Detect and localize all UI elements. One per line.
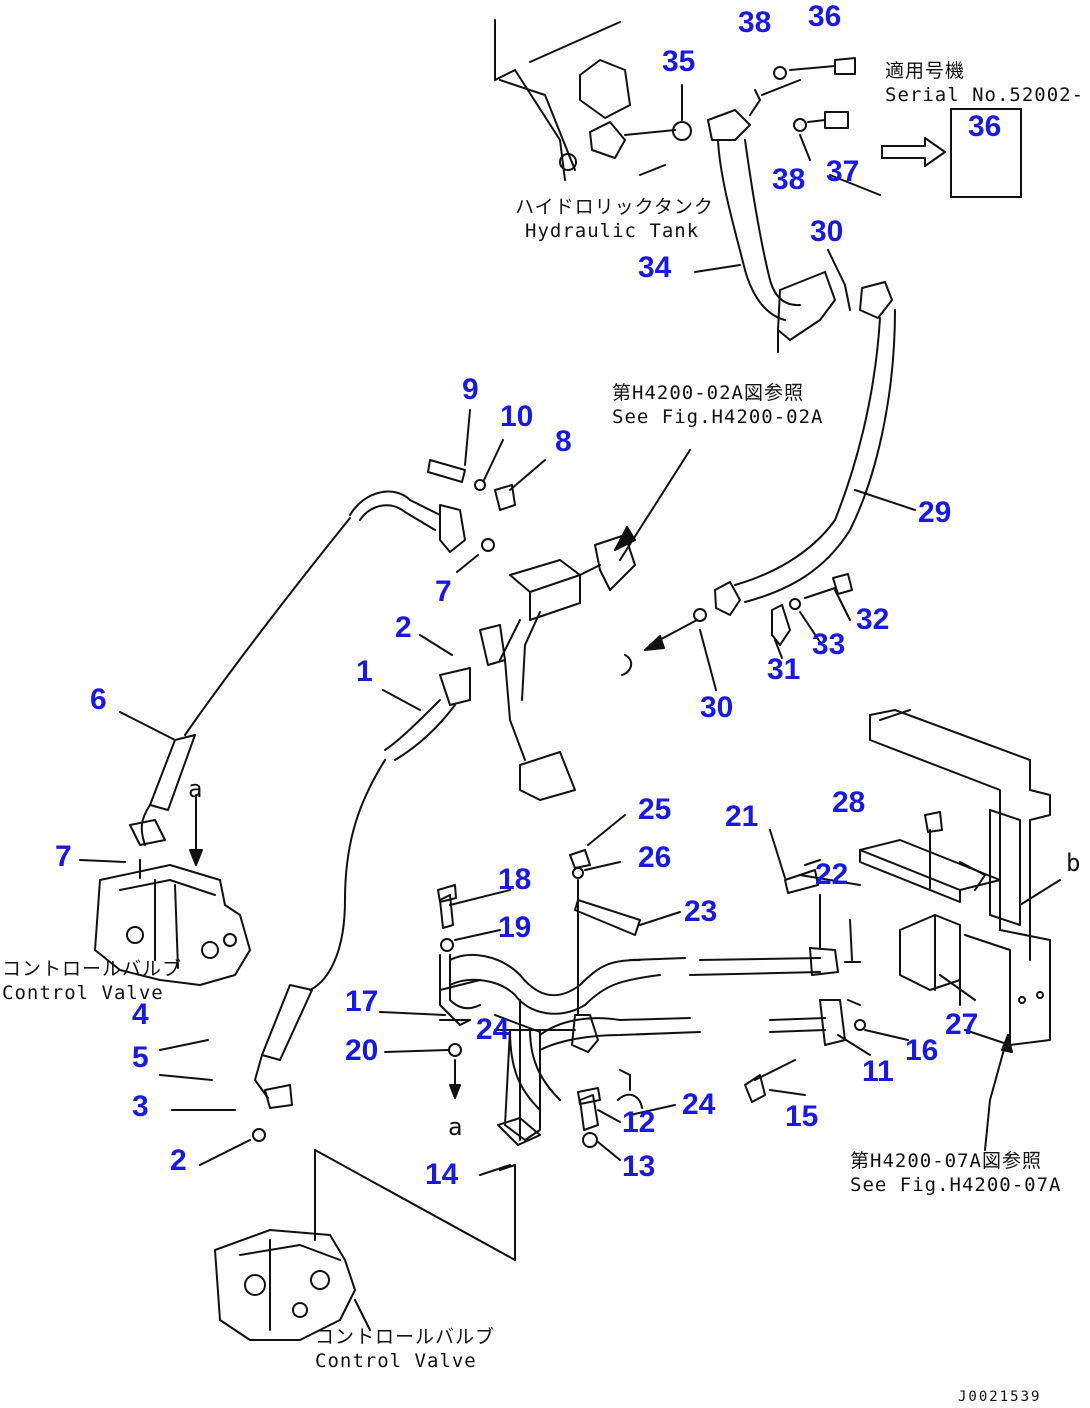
callout-16: 16 bbox=[905, 1034, 939, 1067]
central-block-drawing bbox=[349, 449, 691, 801]
valve-lower-label-jp: コントロールバルブ bbox=[315, 1326, 496, 1348]
callout-28: 28 bbox=[832, 786, 866, 819]
callout-37: 37 bbox=[826, 155, 860, 188]
callout-33: 33 bbox=[812, 628, 846, 661]
callout-3: 3 bbox=[132, 1090, 149, 1123]
callout-38: 38 bbox=[772, 163, 806, 196]
callout-26: 26 bbox=[638, 841, 672, 874]
callout-6: 6 bbox=[90, 683, 107, 716]
serial-note-en: Serial No.52002- bbox=[885, 84, 1085, 106]
callout-20: 20 bbox=[345, 1034, 379, 1067]
mark-b: b bbox=[1066, 849, 1082, 877]
callout-36: 36 bbox=[808, 0, 842, 33]
hydraulic-tank-drawing bbox=[494, 19, 692, 181]
callout-14: 14 bbox=[425, 1158, 459, 1191]
serial-variant-box bbox=[950, 108, 1022, 198]
drawing-code: J0021539 bbox=[958, 1389, 1042, 1405]
callout-30: 30 bbox=[810, 215, 844, 248]
callout-25: 25 bbox=[638, 793, 672, 826]
callout-7: 7 bbox=[55, 840, 72, 873]
callout-10: 10 bbox=[500, 400, 534, 433]
callout-38: 38 bbox=[738, 6, 772, 39]
tank-label-en: Hydraulic Tank bbox=[525, 220, 700, 242]
callout-15: 15 bbox=[785, 1100, 819, 1133]
callout-17: 17 bbox=[345, 985, 379, 1018]
callout-18: 18 bbox=[498, 863, 532, 896]
callout-36-boxed-text: 36 bbox=[968, 110, 1002, 143]
serial-note-jp: 適用号機 bbox=[885, 60, 966, 82]
callout-24: 24 bbox=[476, 1013, 510, 1046]
hose-34-drawing bbox=[694, 57, 881, 353]
callout-34: 34 bbox=[638, 251, 672, 284]
callout-5: 5 bbox=[132, 1041, 149, 1074]
lower-piping-drawing bbox=[437, 849, 866, 1171]
callout-1: 1 bbox=[356, 655, 373, 688]
callout-4: 4 bbox=[132, 998, 149, 1031]
callout-2: 2 bbox=[395, 611, 412, 644]
control-valve-upper bbox=[94, 794, 251, 986]
callout-12: 12 bbox=[622, 1106, 656, 1139]
fig-ref-02-en: See Fig.H4200-02A bbox=[612, 406, 824, 428]
mark-a-upper: a bbox=[188, 775, 204, 803]
hose-29-drawing bbox=[714, 281, 916, 616]
valve-upper-label-en: Control Valve bbox=[2, 982, 164, 1004]
callout-35: 35 bbox=[662, 45, 696, 78]
valve-upper-label-jp: コントロールバルブ bbox=[2, 958, 183, 980]
callout-31: 31 bbox=[767, 653, 801, 686]
callout-27: 27 bbox=[945, 1008, 979, 1041]
callout-21: 21 bbox=[725, 800, 759, 833]
callout-13: 13 bbox=[622, 1150, 656, 1183]
callout-32: 32 bbox=[856, 603, 890, 636]
valve-lower-label-en: Control Valve bbox=[315, 1350, 477, 1372]
callout-22: 22 bbox=[815, 858, 849, 891]
leader-lines bbox=[79, 249, 926, 1176]
fig-ref-07-jp: 第H4200-07A図参照 bbox=[850, 1150, 1042, 1172]
fig-ref-02-jp: 第H4200-02A図参照 bbox=[612, 382, 804, 404]
callout-24: 24 bbox=[682, 1088, 716, 1121]
callout-9: 9 bbox=[462, 373, 479, 406]
callout-23: 23 bbox=[684, 895, 718, 928]
serial-arrow bbox=[881, 137, 946, 167]
bracket-frame-drawing bbox=[784, 709, 1061, 1151]
callout-8: 8 bbox=[555, 425, 572, 458]
tank-label-jp: ハイドロリックタンク bbox=[515, 196, 714, 218]
fig-ref-07-en: See Fig.H4200-07A bbox=[850, 1174, 1062, 1196]
callout-7: 7 bbox=[435, 575, 452, 608]
callout-30: 30 bbox=[700, 691, 734, 724]
callout-19: 19 bbox=[498, 911, 532, 944]
mark-a-lower: a bbox=[448, 1113, 464, 1141]
control-valve-lower bbox=[214, 1149, 516, 1341]
callout-11: 11 bbox=[862, 1055, 894, 1088]
left-hoses-drawing bbox=[129, 517, 386, 1142]
clamp-parts-31-33 bbox=[621, 573, 853, 676]
callout-2: 2 bbox=[170, 1144, 187, 1177]
callout-29: 29 bbox=[918, 496, 952, 529]
